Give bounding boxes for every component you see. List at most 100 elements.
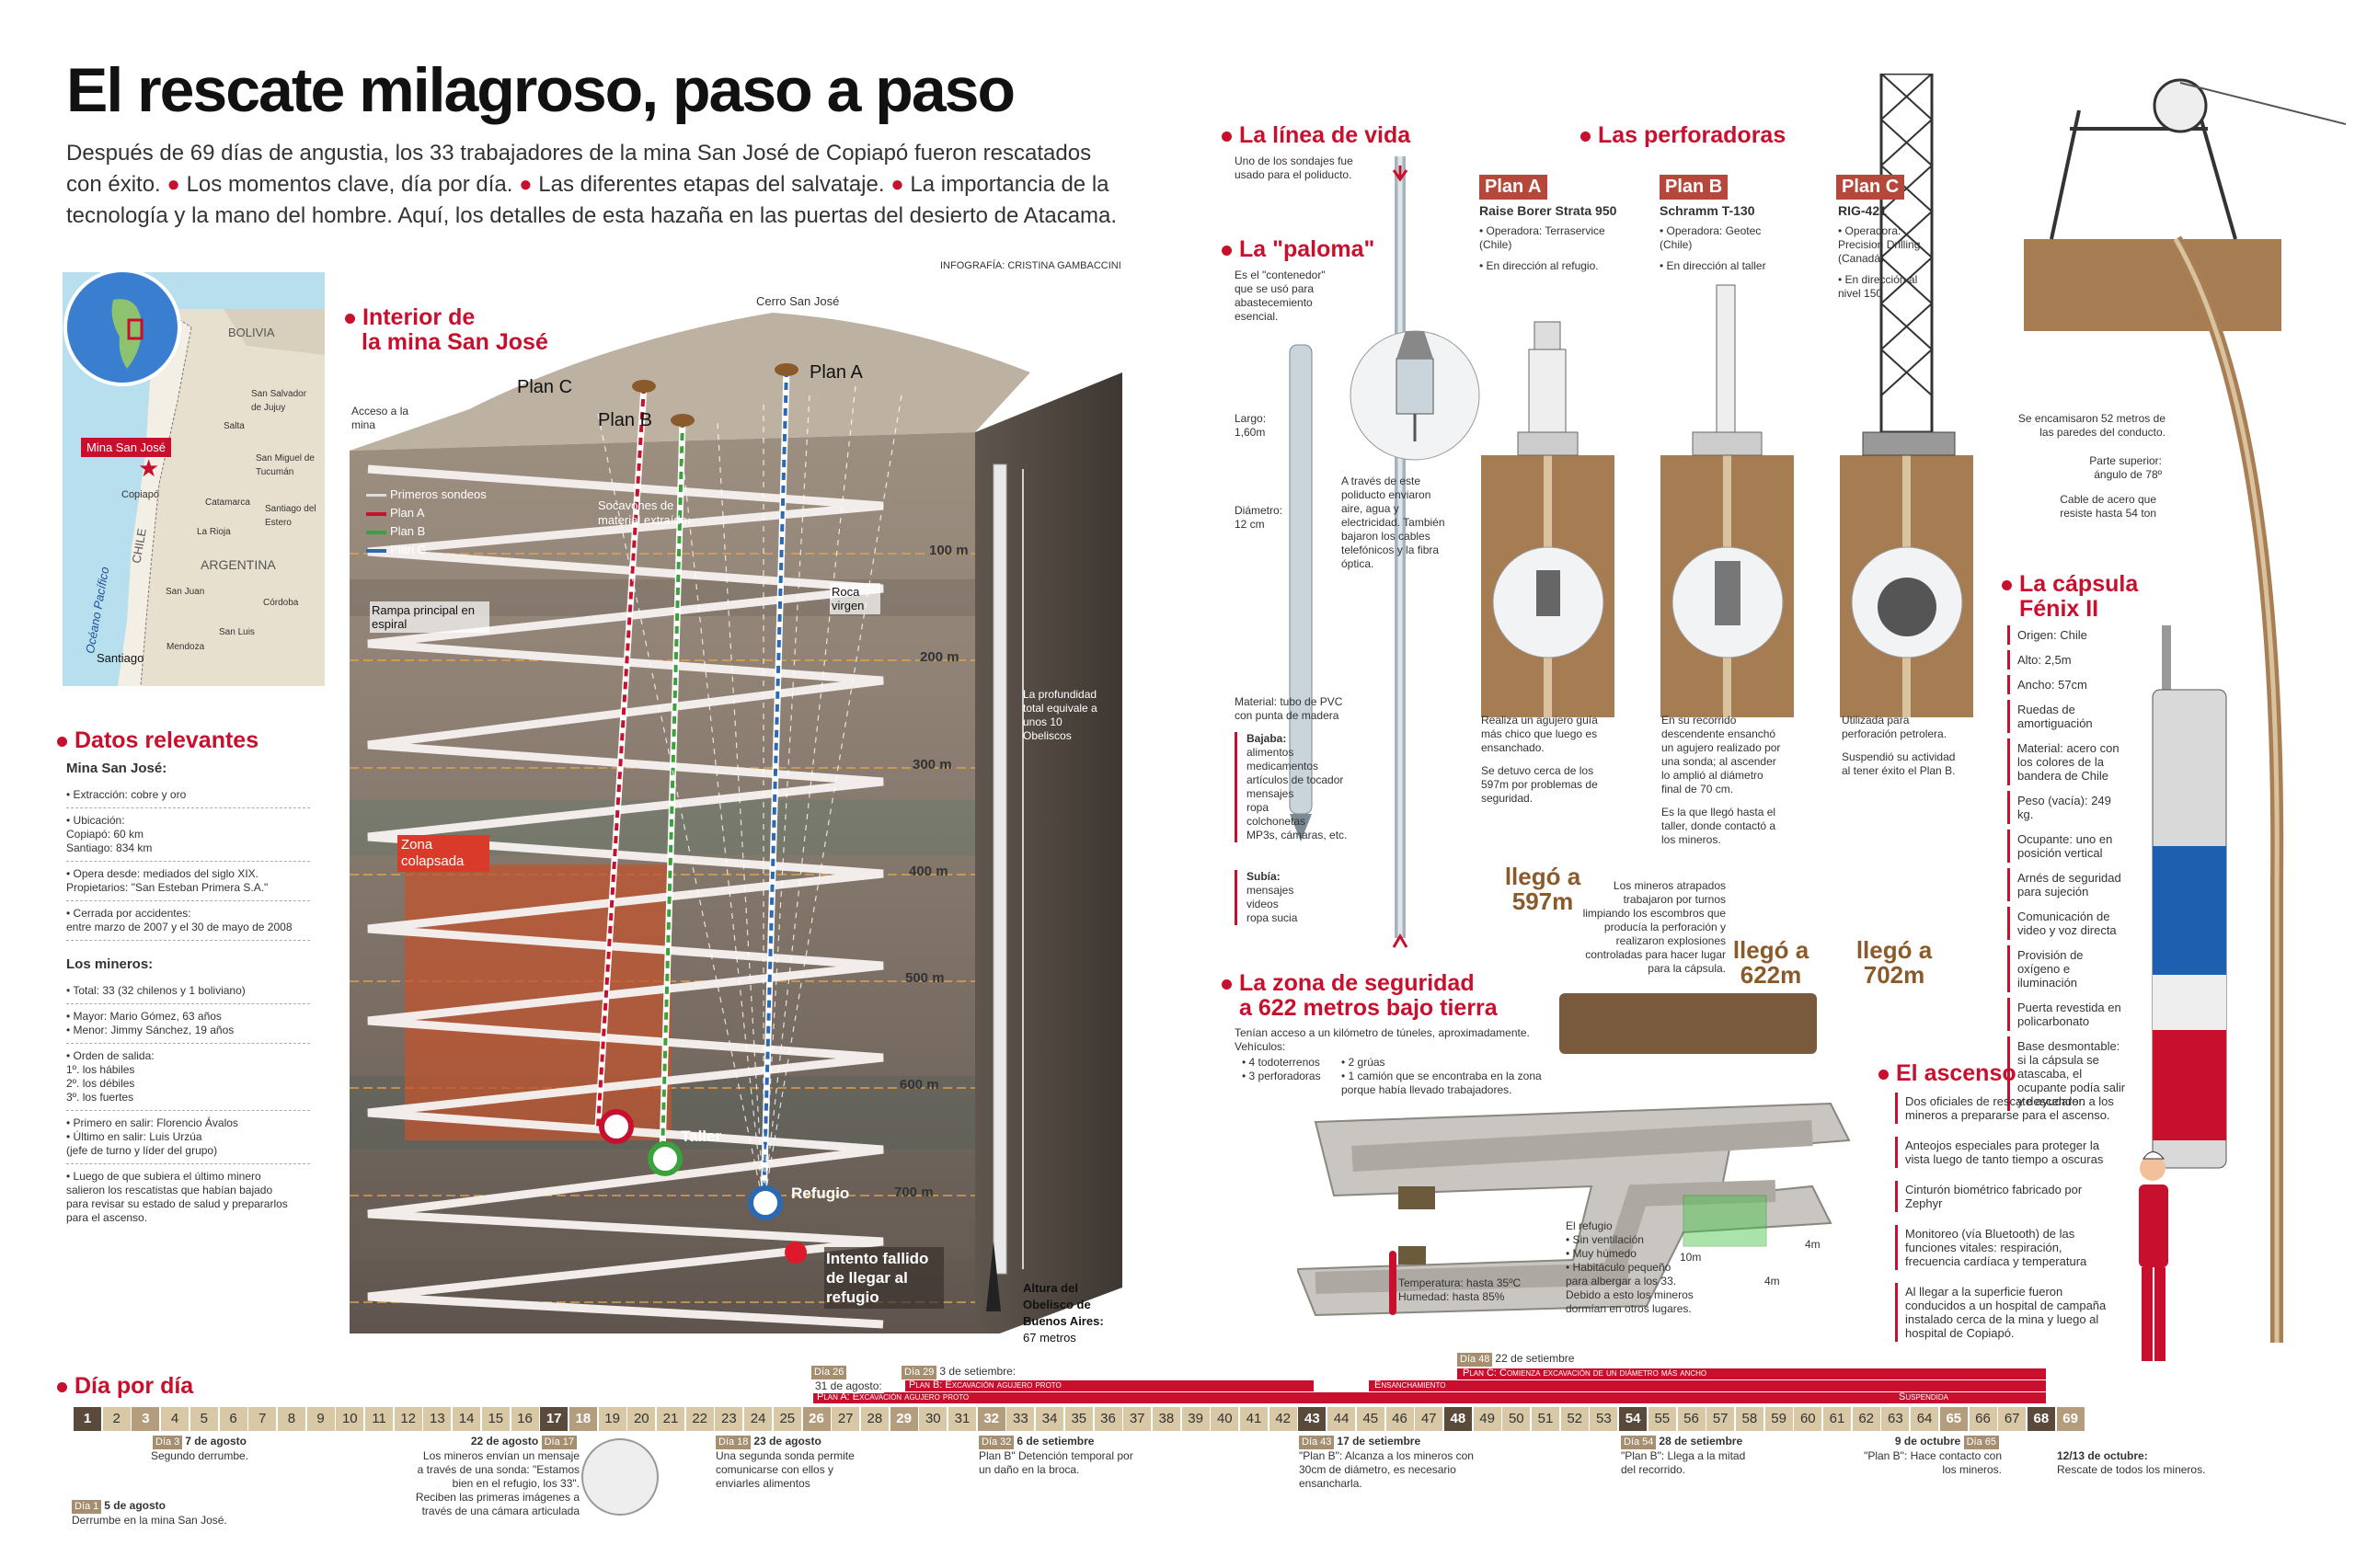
timeline-day-16: 16 — [511, 1407, 539, 1431]
timeline-day-41: 41 — [1240, 1407, 1268, 1431]
timeline-day-15: 15 — [481, 1407, 510, 1431]
plan-c-result: llegó a 702m — [1855, 936, 1933, 989]
timeline-day-35: 35 — [1064, 1407, 1093, 1431]
credit: INFOGRAFÍA: CRISTINA GAMBACCINI — [940, 260, 1121, 271]
timeline-day-37: 37 — [1123, 1407, 1152, 1431]
legend-plan-b: Plan B — [366, 522, 487, 541]
timeline-day-3: 3 — [132, 1407, 160, 1431]
timeline-day-32: 32 — [977, 1407, 1005, 1431]
dim-4m-b: 4m — [1764, 1275, 1780, 1288]
city-tucuman: San Miguel de Tucumán — [256, 453, 315, 477]
ascenso-list: Dos oficiales de rescate ayudaron a los … — [1895, 1093, 2116, 1355]
timeline-day-7: 7 — [248, 1407, 277, 1431]
timeline-day-65: 65 — [1939, 1407, 1968, 1431]
timeline-day-69: 69 — [2056, 1407, 2085, 1431]
bar-plan-b — [905, 1380, 1314, 1391]
timeline-day-46: 46 — [1385, 1407, 1414, 1431]
bar-plan-a-label: Plan A: Excavación agujero proto — [817, 1391, 970, 1402]
angulo-text: Parte superior: ángulo de 78º — [2089, 454, 2162, 481]
city-san-juan: San Juan — [166, 587, 205, 597]
bar-a-date: 31 de agosto: — [813, 1379, 884, 1393]
city-la-rioja: La Rioja — [197, 527, 231, 537]
timeline-day-28: 28 — [860, 1407, 889, 1431]
city-santiago: Santiago — [97, 651, 144, 665]
timeline-day-13: 13 — [423, 1407, 452, 1431]
timeline-day-5: 5 — [190, 1407, 218, 1431]
timeline-day-18: 18 — [569, 1407, 597, 1431]
timeline-day-66: 66 — [1969, 1407, 1997, 1431]
event-rescue: 12/13 de octubre: Rescate de todos los m… — [2057, 1449, 2206, 1476]
plan-b-badge: Plan B — [1660, 175, 1729, 200]
timeline-day-27: 27 — [832, 1407, 860, 1431]
refugio-label: Refugio — [791, 1185, 850, 1202]
city-cordoba: Córdoba — [263, 598, 299, 608]
depth-100: 100 m — [929, 543, 969, 558]
timeline-day-40: 40 — [1211, 1407, 1239, 1431]
timeline-day-6: 6 — [219, 1407, 247, 1431]
event-day-17: 22 de agosto Día 17 Los mineros envían u… — [415, 1435, 580, 1517]
event-day-65: 9 de octubre Día 65 "Plan B": Hace conta… — [1864, 1435, 2002, 1476]
timeline-day-60: 60 — [1794, 1407, 1822, 1431]
zona-colapsada-label: Zona colapsada — [397, 835, 489, 872]
ascenso-title: El ascenso — [1878, 1061, 2016, 1086]
legend-sondeos: Primeros sondeos — [366, 486, 487, 504]
timeline-day-48: 48 — [1443, 1407, 1472, 1431]
timeline-day-30: 30 — [919, 1407, 948, 1431]
city-copiapo: Copiapó — [121, 489, 159, 500]
profundidad-note: La profundidad total equivale a unos 10 … — [1023, 688, 1097, 742]
timeline-day-39: 39 — [1181, 1407, 1210, 1431]
city-santiago-estero: Santiago del Estero — [265, 504, 316, 528]
taller-label: Taller — [681, 1127, 722, 1145]
timeline-day-12: 12 — [394, 1407, 422, 1431]
intento-label: Intento fallido de llegar al refugio — [824, 1247, 944, 1309]
timeline-day-45: 45 — [1356, 1407, 1384, 1431]
plan-c-info: RIG-421 • Operadora: Precision Drilling … — [1838, 203, 1921, 300]
bar-suspendida-label: Suspendida — [1899, 1391, 1949, 1402]
timeline-day-8: 8 — [277, 1407, 305, 1431]
timeline-day-2: 2 — [102, 1407, 131, 1431]
location-map: BOLIVIA CHILE ARGENTINA Océano Pacífico … — [63, 272, 325, 686]
poliducto-text: A través de este poliducto enviaron aire… — [1341, 475, 1445, 570]
timeline-day-58: 58 — [1735, 1407, 1763, 1431]
bar-a-tag: Día 26 — [811, 1365, 849, 1379]
timeline-day-49: 49 — [1473, 1407, 1501, 1431]
bar-plan-b-label: Plan B: Excavación agujero proto — [909, 1379, 1062, 1391]
cable-text: Cable de acero que resiste hasta 54 ton — [2060, 493, 2156, 520]
timeline-day-43: 43 — [1298, 1407, 1327, 1431]
timeline-day-34: 34 — [1036, 1407, 1064, 1431]
city-salta: Salta — [224, 421, 245, 431]
timeline-day-62: 62 — [1852, 1407, 1880, 1431]
perforadoras-title: Las perforadoras — [1580, 123, 1786, 148]
legend-plan-c: Plan C — [366, 541, 487, 559]
timeline-day-61: 61 — [1823, 1407, 1851, 1431]
timeline-day-64: 64 — [1911, 1407, 1939, 1431]
depth-600: 600 m — [900, 1077, 939, 1093]
bar-ensanchamiento — [1369, 1380, 2046, 1391]
mine-star-icon: ★ — [138, 454, 160, 482]
timeline-day-17: 17 — [540, 1407, 569, 1431]
mine-legend: Primeros sondeos Plan A Plan B Plan C — [366, 486, 487, 559]
timeline-title: Día por día — [57, 1374, 193, 1399]
city-catamarca: Catamarca — [205, 498, 250, 508]
bolivia-label: BOLIVIA — [228, 326, 275, 339]
page-title: El rescate milagroso, paso a paso — [66, 55, 1016, 125]
paloma-diagram — [1289, 156, 1480, 948]
plan-a-desc: Realiza un agujero guía más chico que lu… — [1481, 714, 1598, 805]
timeline-day-59: 59 — [1764, 1407, 1793, 1431]
linea-text: Uno de los sondajes fue usado para el po… — [1235, 155, 1353, 181]
timeline-day-11: 11 — [365, 1407, 393, 1431]
timeline-day-38: 38 — [1152, 1407, 1180, 1431]
timeline-day-56: 56 — [1677, 1407, 1706, 1431]
zona-text: Tenían acceso a un kilómetro de túneles,… — [1235, 1026, 1530, 1053]
intro-text: Después de 69 días de angustia, los 33 t… — [66, 141, 1118, 228]
bar-ensanchamiento-label: Ensanchamiento — [1374, 1379, 1446, 1391]
encamisaron-text: Se encamisaron 52 metros de las paredes … — [2017, 412, 2165, 439]
